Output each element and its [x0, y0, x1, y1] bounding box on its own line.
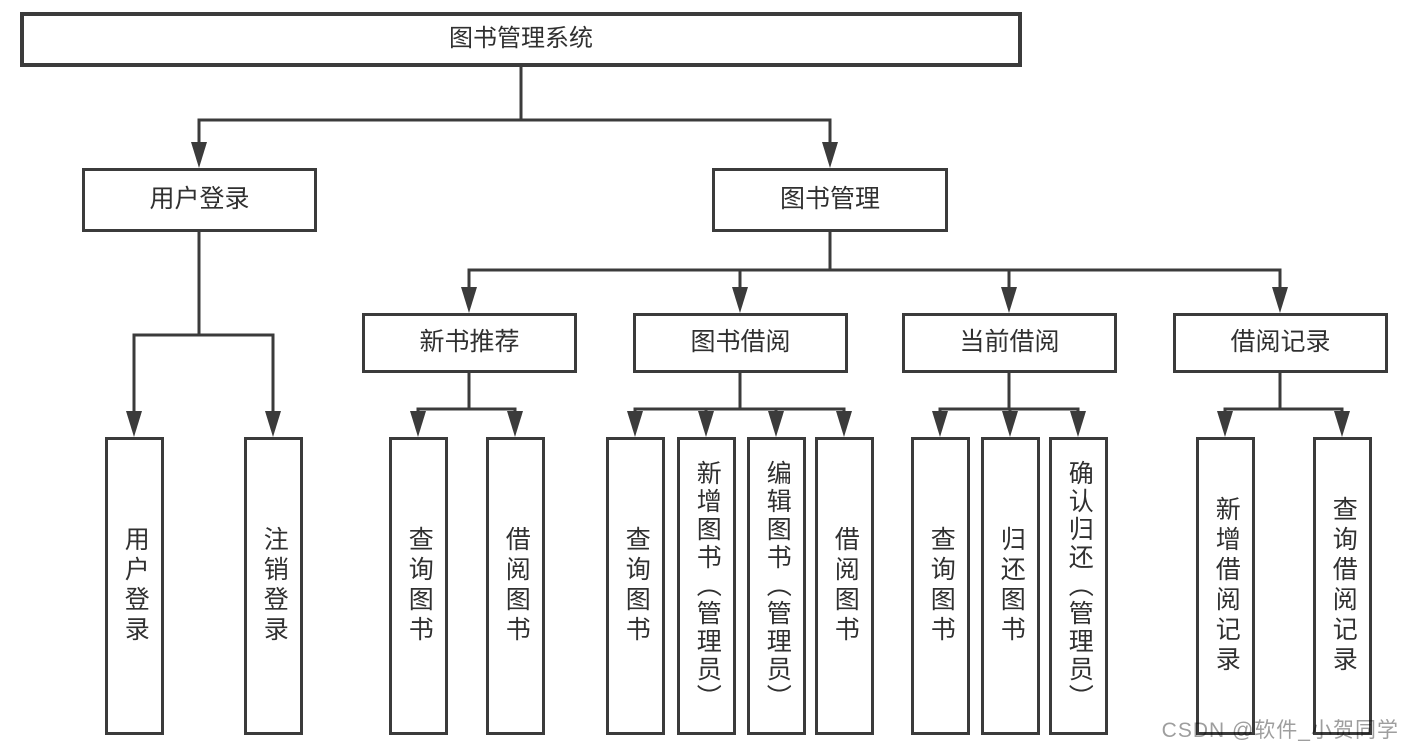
- node-book-management: 图书管理: [712, 168, 948, 232]
- leaf-confirm-return-admin: 确认归还（管理员）: [1049, 437, 1108, 735]
- leaf-return-books: 归还图书: [981, 437, 1040, 735]
- node-library-management-system: 图书管理系统: [20, 12, 1022, 67]
- leaf-add-borrow-record: 新增借阅记录: [1196, 437, 1255, 735]
- leaf-add-books-admin: 新增图书（管理员）: [677, 437, 736, 735]
- leaf-edit-books-admin: 编辑图书（管理员）: [747, 437, 806, 735]
- leaf-borrowing-borrow-books: 借阅图书: [815, 437, 874, 735]
- leaf-user-login: 用户登录: [105, 437, 164, 735]
- leaf-logout: 注销登录: [244, 437, 303, 735]
- node-book-borrowing: 图书借阅: [633, 313, 848, 373]
- leaf-recommend-borrow-books: 借阅图书: [486, 437, 545, 735]
- leaf-recommend-query-books: 查询图书: [389, 437, 448, 735]
- node-new-book-recommendation: 新书推荐: [362, 313, 577, 373]
- node-user-login: 用户登录: [82, 168, 317, 232]
- leaf-current-query-books: 查询图书: [911, 437, 970, 735]
- node-borrowing-records: 借阅记录: [1173, 313, 1388, 373]
- csdn-watermark: CSDN @软件_小贺同学: [1161, 719, 1399, 742]
- node-current-borrowing: 当前借阅: [902, 313, 1117, 373]
- leaf-query-borrow-record: 查询借阅记录: [1313, 437, 1372, 735]
- leaf-borrowing-query-books: 查询图书: [606, 437, 665, 735]
